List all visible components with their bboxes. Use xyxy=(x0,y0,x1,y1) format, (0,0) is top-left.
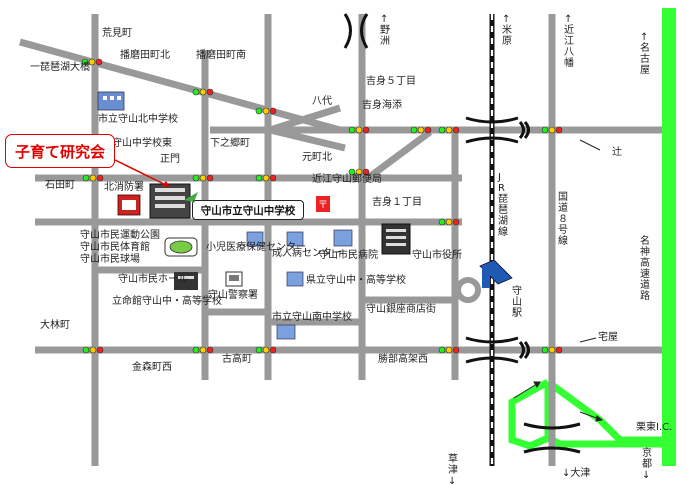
label-jhs-east: 守山中学校東 xyxy=(112,136,172,149)
label-yasu: ↑野洲 xyxy=(380,14,390,47)
label-pediatric: 小児医療保健センター xyxy=(206,240,306,253)
civic-hall-icon xyxy=(174,272,198,290)
ic-arrows xyxy=(513,381,604,422)
callout-arrow xyxy=(114,159,169,187)
school-building-icon xyxy=(97,91,125,111)
traffic-light xyxy=(438,218,460,226)
traffic-light xyxy=(255,174,277,182)
moriyama-jhs-label: 守山市立守山中学校 xyxy=(192,200,304,220)
traffic-light xyxy=(82,346,104,354)
label-kanamori-nishi: 金森町西 xyxy=(132,360,172,373)
label-route8: 国道８号線 xyxy=(558,191,568,247)
label-yoshimi1: 吉身１丁目 xyxy=(372,195,422,208)
label-maibara: ↑米原 xyxy=(502,14,512,47)
label-kusatsu: 草津↓ xyxy=(448,453,458,485)
traffic-light xyxy=(348,126,370,134)
traffic-light xyxy=(255,107,277,115)
adult-center-icon xyxy=(286,231,304,247)
south-jhs-icon xyxy=(276,324,296,340)
label-yoshimi5: 吉身５丁目 xyxy=(366,74,416,87)
prefectural-school-icon xyxy=(286,271,304,287)
station-icon xyxy=(479,259,513,288)
label-meishin-north: ↑名古屋 xyxy=(640,32,650,76)
pediatric-center-icon xyxy=(246,231,264,247)
traffic-light xyxy=(348,168,370,176)
label-police: 守山警察署 xyxy=(208,288,258,301)
traffic-light xyxy=(82,174,104,182)
traffic-light xyxy=(192,174,214,182)
road-network xyxy=(19,14,662,466)
label-otsu: ↓大津 xyxy=(562,466,590,479)
svg-text:〒: 〒 xyxy=(318,200,328,211)
label-hospital: 守山市民病院 xyxy=(318,248,378,261)
label-motomachi-kita: 元町北 xyxy=(302,151,332,163)
label-prefectural: 県立守山中・高等学校 xyxy=(306,273,406,286)
hospital-icon xyxy=(333,229,353,247)
label-south-jhs: 市立守山南中学校 xyxy=(272,310,352,323)
building-icons: 〒 xyxy=(97,91,513,340)
label-katsube-kouka: 勝部高架西 xyxy=(378,352,428,365)
ritto-ic-loop xyxy=(508,378,662,450)
label-arami: 荒見町 xyxy=(102,27,132,39)
kosodate-kenkyukai-callout: 子育て研究会 xyxy=(5,134,115,168)
traffic-lights xyxy=(81,58,563,354)
label-seimon: 正門 xyxy=(160,153,180,165)
label-ritto-ic: 栗東I.C. xyxy=(636,420,672,433)
label-yashiro: 八代 xyxy=(312,95,332,107)
junior-high-building-icon xyxy=(149,183,198,219)
label-meishin: 名神高速道路 xyxy=(640,234,650,302)
label-city-hall: 守山市役所 xyxy=(412,248,462,261)
label-gym: 守山市民体育館 xyxy=(80,240,150,253)
label-harimada-minami: 播磨田町南 xyxy=(196,48,246,61)
label-civic-hall: 守山市民ホール xyxy=(118,272,188,285)
traffic-light xyxy=(438,126,460,134)
fire-station-icon xyxy=(117,194,141,216)
bridge-marks xyxy=(343,13,581,454)
label-tsuji: 辻 xyxy=(612,145,622,158)
label-adult: 成人病センター xyxy=(272,246,342,259)
label-omi-hachiman: ↑近江八幡 xyxy=(564,14,574,69)
label-kyoto: 京都↓ xyxy=(642,446,652,481)
label-station: 守山駅 xyxy=(512,284,522,319)
label-post-office: 近江守山郵便局 xyxy=(312,172,382,185)
label-takuya: 宅屋 xyxy=(598,330,618,343)
traffic-light xyxy=(192,346,214,354)
traffic-light xyxy=(81,58,103,66)
traffic-light xyxy=(255,346,277,354)
label-shimonogo: 下之郷町 xyxy=(210,136,250,149)
label-sports-park: 守山市民運動公園 xyxy=(80,228,160,241)
label-ichibiwako: 一琵琶湖大橋 xyxy=(30,60,90,73)
stadium-icon xyxy=(164,237,198,257)
post-office-icon: 〒 xyxy=(316,196,330,212)
label-harimada-kita: 播磨田町北 xyxy=(120,48,170,61)
label-shopping: 守山銀座商店街 xyxy=(366,302,436,315)
traffic-light xyxy=(438,346,460,354)
police-icon xyxy=(225,271,243,287)
traffic-light xyxy=(541,346,563,354)
label-obayashi: 大林町 xyxy=(40,318,70,331)
label-hokushobou: 北消防署 xyxy=(104,180,144,193)
label-north-jhs: 市立守山北中学校 xyxy=(98,112,178,125)
traffic-light xyxy=(410,126,432,134)
label-ishida: 石田町 xyxy=(45,180,75,191)
meishin-expressway xyxy=(662,8,676,466)
traffic-light xyxy=(541,126,563,134)
city-hall-icon xyxy=(381,223,411,255)
label-ritsumei: 立命館守山中・高等学校 xyxy=(112,294,222,307)
traffic-light xyxy=(192,88,214,96)
label-yoshimi-umizoe: 吉身海添 xyxy=(362,98,402,111)
label-stadium: 守山市民球場 xyxy=(80,252,140,265)
label-furutaka: 古高町 xyxy=(222,352,252,365)
